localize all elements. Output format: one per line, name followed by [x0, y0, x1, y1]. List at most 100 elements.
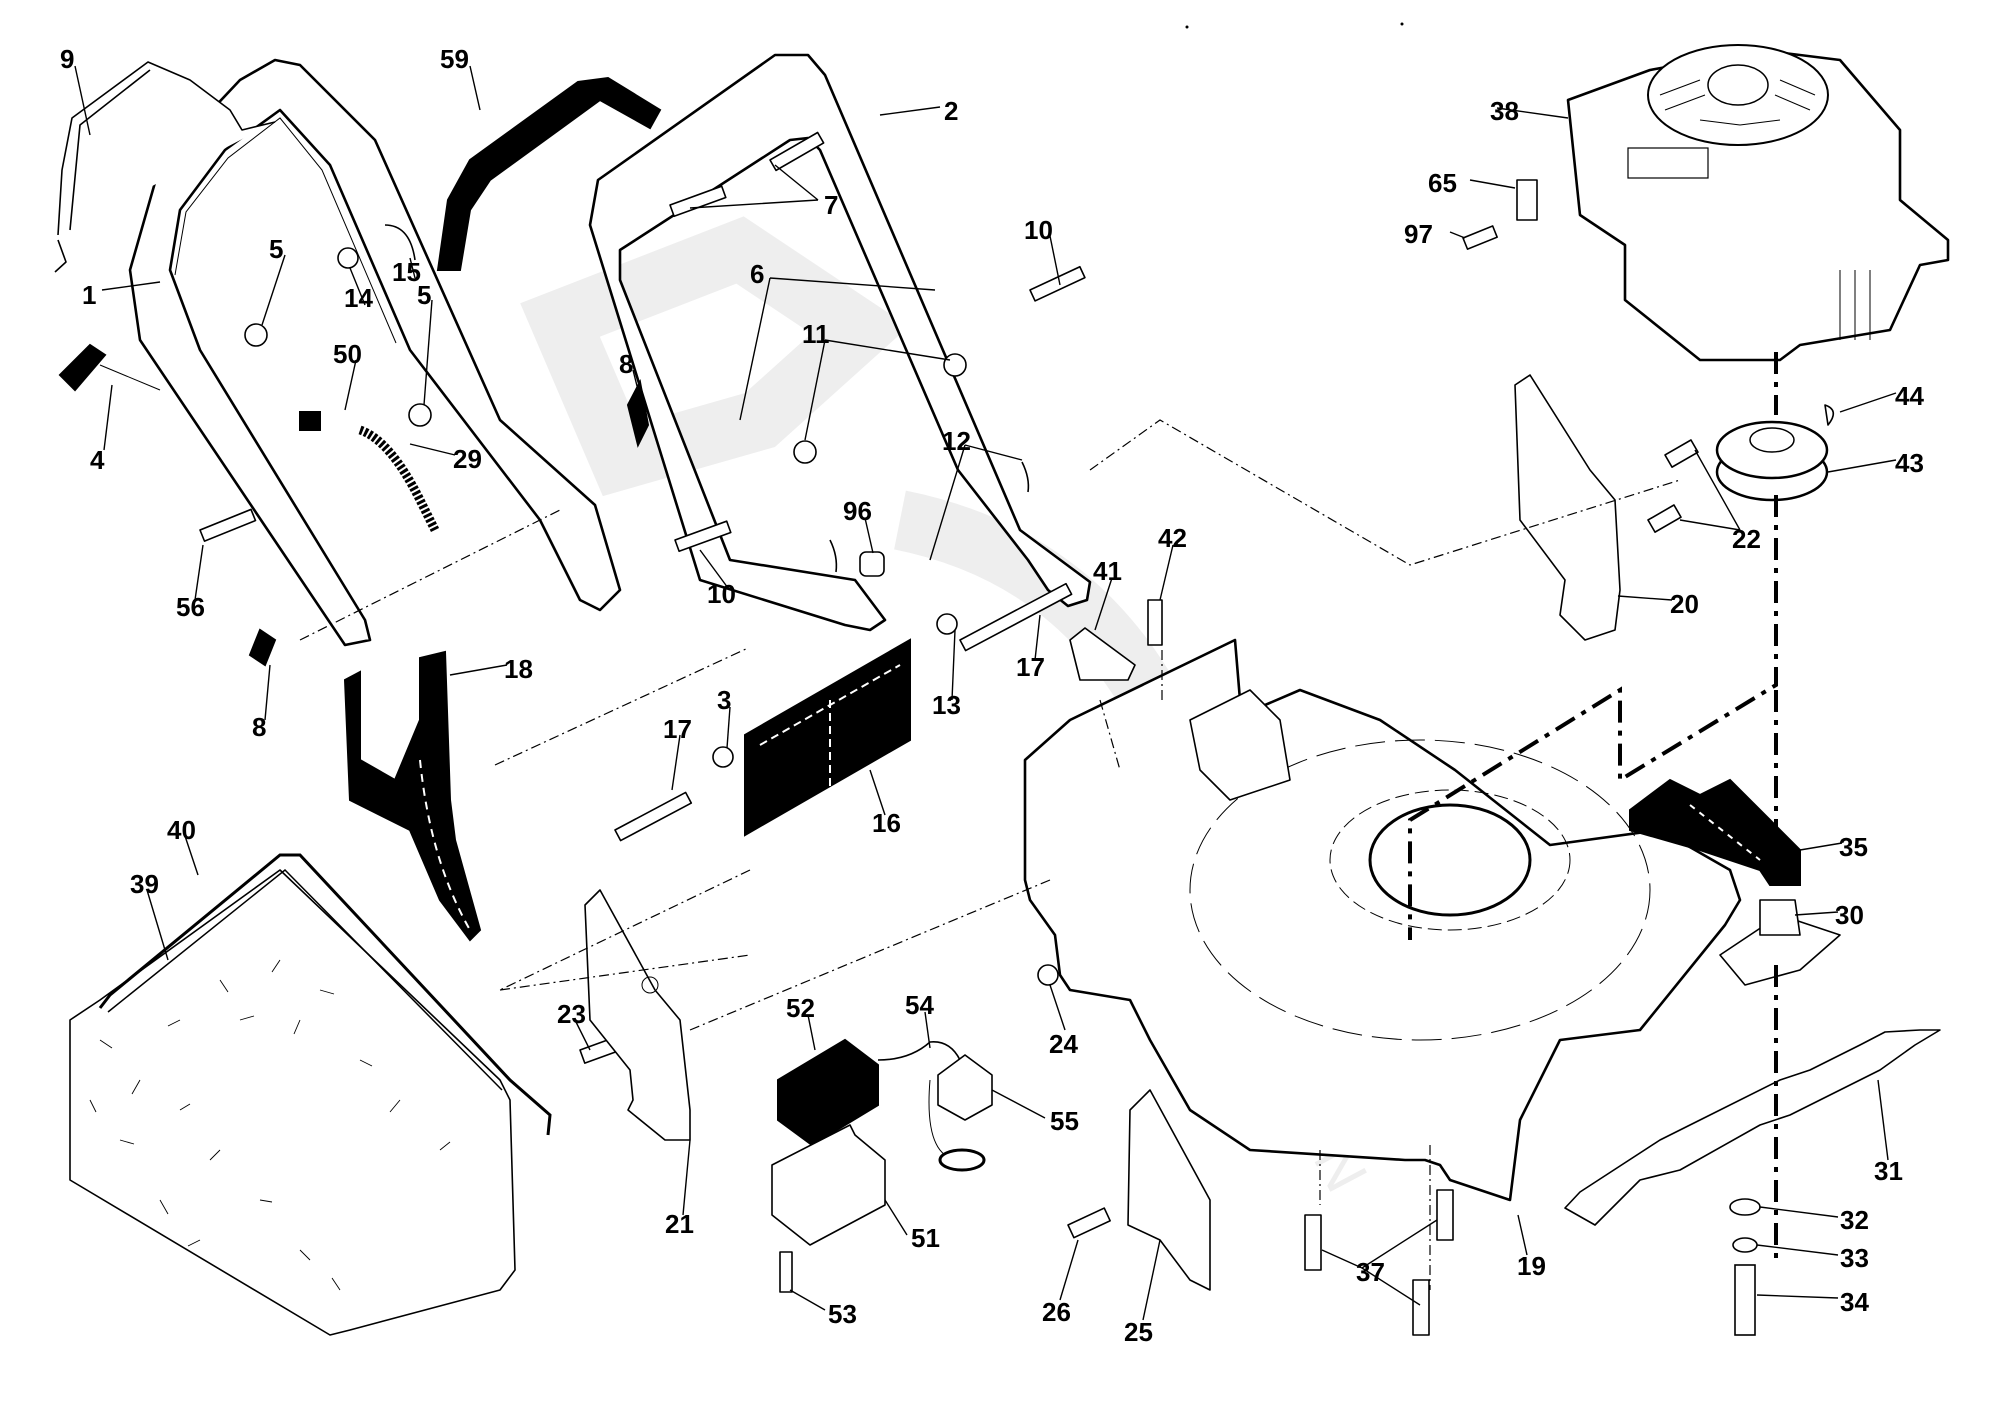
part-nut-11b	[793, 440, 817, 464]
part-deck-housing	[1023, 638, 1742, 1202]
callout-8b: 8	[252, 712, 266, 742]
part-screw-14	[337, 247, 359, 269]
stray-mark	[1400, 22, 1404, 26]
part-bolt-10b	[674, 520, 732, 553]
part-spring-3	[712, 746, 734, 768]
callout-56: 56	[176, 592, 205, 622]
part-bolt-10a	[1029, 265, 1086, 302]
callout-10a: 10	[1024, 215, 1053, 245]
part-screw-97	[1462, 225, 1498, 250]
part-bolt-22b	[1647, 504, 1682, 533]
callout-38: 38	[1490, 96, 1519, 126]
part-bolt-37c	[1412, 1279, 1430, 1336]
callout-25: 25	[1124, 1317, 1153, 1347]
part-knob-8b	[248, 628, 277, 667]
callout-44: 44	[1895, 381, 1924, 411]
callout-39: 39	[130, 869, 159, 899]
callout-40: 40	[167, 815, 196, 845]
callout-14: 14	[344, 283, 373, 313]
callout-54: 54	[905, 990, 934, 1020]
part-hairpin-12b	[829, 539, 838, 573]
part-engine	[1566, 44, 1950, 362]
callout-23: 23	[557, 999, 586, 1029]
part-bolt-56	[199, 508, 257, 542]
part-blade-adapter	[1719, 899, 1841, 986]
callout-33: 33	[1840, 1243, 1869, 1273]
part-knob-4	[58, 343, 107, 392]
callout-35: 35	[1839, 832, 1868, 862]
callout-51: 51	[911, 1223, 940, 1253]
part-handle-grip	[436, 76, 662, 271]
leader-lines	[74, 65, 1897, 1321]
part-height-adjuster-right	[1514, 374, 1621, 641]
callout-22: 22	[1732, 524, 1761, 554]
assembly-lines	[299, 352, 1778, 1290]
part-lower-handle	[128, 58, 622, 647]
part-cable-29	[358, 425, 440, 533]
callout-29: 29	[453, 444, 482, 474]
callout-10b: 10	[707, 579, 736, 609]
part-clamp-65	[1516, 179, 1538, 221]
callout-59: 59	[440, 44, 469, 74]
part-nut-5a	[244, 323, 268, 347]
part-height-adjuster-left	[584, 889, 691, 1141]
part-bolt-34	[1734, 1264, 1756, 1336]
stray-mark	[1185, 25, 1189, 29]
part-bolt-37b	[1436, 1189, 1454, 1241]
callout-34: 34	[1840, 1287, 1869, 1317]
part-screw-53	[779, 1251, 793, 1293]
part-battery	[777, 1038, 879, 1147]
callout-42: 42	[1158, 523, 1187, 553]
part-clip-96	[859, 551, 885, 577]
callout-96: 96	[843, 496, 872, 526]
part-knob-8a	[626, 378, 650, 448]
part-bolt-7a	[769, 131, 825, 172]
callout-15: 15	[392, 257, 421, 287]
callout-13: 13	[932, 690, 961, 720]
callout-55: 55	[1050, 1106, 1079, 1136]
callout-65: 65	[1428, 168, 1457, 198]
part-blade	[1564, 1029, 1941, 1226]
callout-97: 97	[1404, 219, 1433, 249]
callout-18: 18	[504, 654, 533, 684]
part-bolt-22a	[1664, 439, 1699, 468]
callout-19: 19	[1517, 1251, 1546, 1281]
part-key-50	[299, 411, 321, 431]
part-bolt-17b	[614, 791, 693, 842]
callout-32: 32	[1840, 1205, 1869, 1235]
callout-26: 26	[1042, 1297, 1071, 1327]
callout-1: 1	[82, 280, 96, 310]
part-grass-bag-frame	[98, 853, 552, 1136]
callout-37: 37	[1356, 1257, 1385, 1287]
callout-16: 16	[872, 808, 901, 838]
part-chute	[343, 650, 482, 942]
part-lockwasher-33	[1732, 1237, 1758, 1253]
callout-17b: 17	[663, 714, 692, 744]
part-rear-flap	[744, 638, 911, 837]
part-clip-15	[384, 224, 416, 261]
callout-4: 4	[90, 445, 105, 475]
part-key-44	[1824, 404, 1835, 426]
callout-50: 50	[333, 339, 362, 369]
callout-labels: 9 59 2 38 65 7 97 10 6 1 5 14 15 11 5 50…	[60, 44, 1924, 1347]
callout-9: 9	[60, 44, 74, 74]
callout-17a: 17	[1016, 652, 1045, 682]
callout-3: 3	[717, 685, 731, 715]
part-washer-32	[1729, 1198, 1761, 1216]
part-nut-5b	[408, 403, 432, 427]
callout-7: 7	[824, 190, 838, 220]
callout-41: 41	[1093, 556, 1122, 586]
part-blade-hardware	[1729, 1198, 1761, 1336]
part-hairpin-12a	[1021, 461, 1030, 493]
callout-8a: 8	[619, 349, 633, 379]
part-nut-11a	[943, 353, 967, 377]
part-wire-harness	[877, 1041, 961, 1061]
callout-5b: 5	[417, 280, 431, 310]
part-bolt-37a	[1304, 1214, 1322, 1271]
callout-11: 11	[802, 319, 830, 349]
callout-52: 52	[786, 993, 815, 1023]
callout-2: 2	[944, 96, 958, 126]
part-plate	[1069, 627, 1136, 681]
part-charger	[928, 1054, 993, 1172]
